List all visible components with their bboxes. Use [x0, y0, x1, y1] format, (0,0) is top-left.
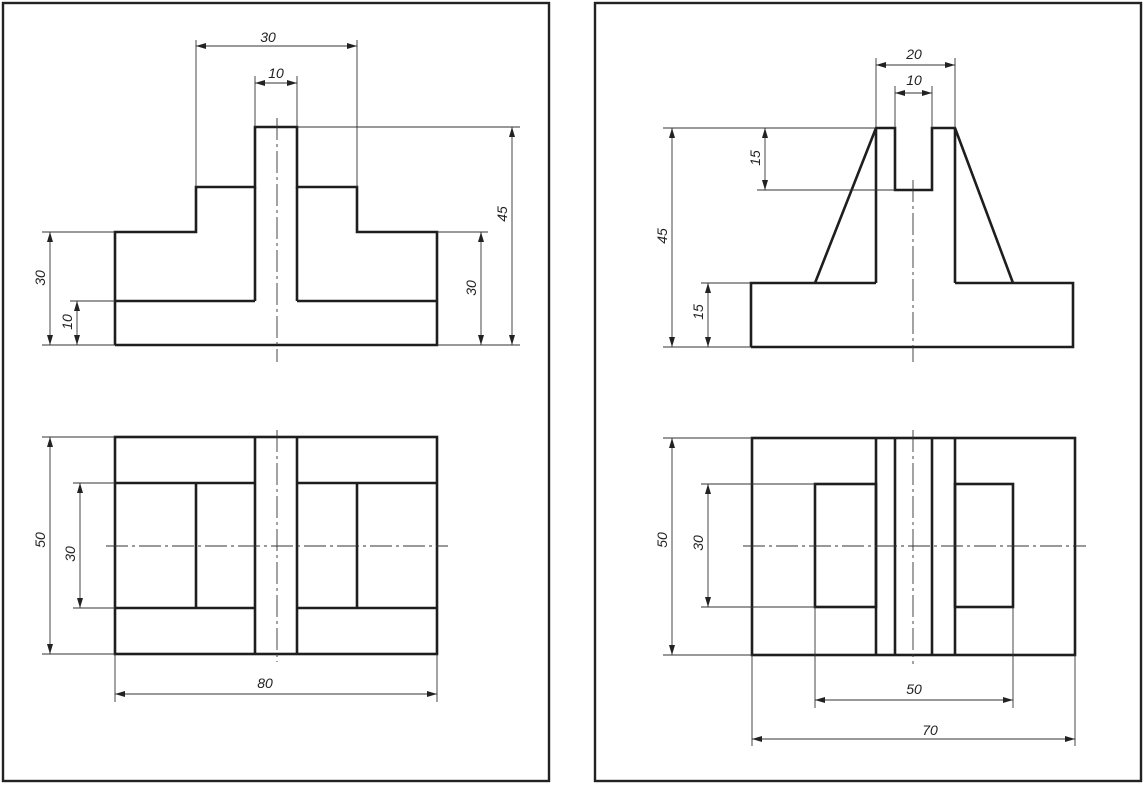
right-front-upright	[813, 126, 1015, 284]
right-front-base	[749, 281, 815, 347]
left-top-outline	[113, 435, 439, 656]
dim-label-right-width: 70	[922, 722, 938, 738]
dim-label-top-depth: 50	[32, 532, 48, 548]
dim-label-total-height: 45	[494, 206, 510, 222]
right-top-view	[743, 430, 1086, 664]
dim-label-left-base: 10	[59, 314, 75, 330]
left-front-outline	[113, 125, 439, 347]
dim-label-top-width: 30	[260, 29, 276, 45]
left-top-dimensions: 50 30 80	[32, 436, 438, 702]
right-top-left-pocket	[813, 482, 878, 609]
right-front-view	[749, 126, 1075, 362]
dim-label-right-height: 30	[463, 280, 479, 296]
right-sheet: 20 10 45 15 15	[593, 1, 1143, 783]
right-top-outline	[750, 436, 1077, 657]
dim-label-slot-depth: 15	[747, 150, 763, 166]
dim-label-base-height: 15	[690, 304, 706, 320]
left-front-view	[113, 118, 439, 362]
right-top-dimensions: 50 30 50 70	[654, 437, 1076, 746]
left-front-dimensions: 30 10 45 30 30 10	[32, 29, 520, 346]
dim-label-total-height-45: 45	[654, 228, 670, 244]
dim-label-rib-width: 10	[268, 65, 284, 81]
left-sheet-frame	[1, 1, 551, 783]
dim-label-slot-width: 10	[906, 72, 922, 88]
dim-label-top-inner-depth: 30	[62, 546, 78, 562]
dim-label-right-depth: 50	[654, 532, 670, 548]
dim-label-right-inner-depth: 30	[690, 535, 706, 551]
left-top-view	[106, 430, 448, 662]
right-front-dimensions: 20 10 45 15 15	[654, 46, 956, 348]
dim-label-top-width-20: 20	[905, 46, 922, 62]
dim-label-right-inner-width: 50	[906, 681, 922, 697]
right-sheet-frame	[593, 1, 1143, 783]
left-sheet: 30 10 45 30 30 10	[1, 1, 551, 783]
right-top-right-pocket	[953, 482, 1015, 609]
dim-label-left-height: 30	[32, 270, 48, 286]
dim-label-top-width-80: 80	[257, 675, 273, 691]
